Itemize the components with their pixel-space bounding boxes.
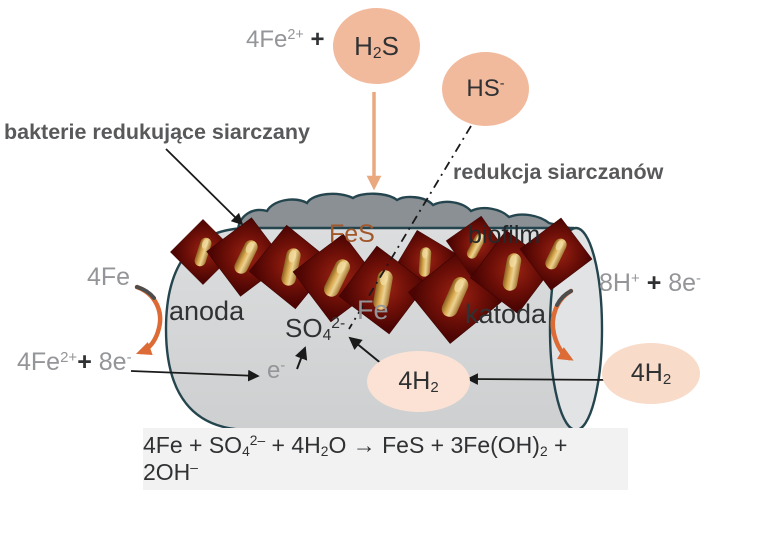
cathode-label: katoda	[465, 299, 547, 329]
h2-right-bubble: 4H2	[602, 343, 700, 404]
cathode-cycle-arrow-tail	[555, 289, 573, 307]
electron-label: e-	[267, 357, 286, 384]
bacteria-pointer-arrow	[165, 148, 244, 226]
h2-transfer-arrow	[466, 373, 617, 385]
overall-reaction-box: 4Fe + SO42– + 4H2O → FeS + 3Fe(OH)2 + 2O…	[143, 428, 628, 490]
e-to-so4-arrow	[294, 346, 308, 370]
right-reaction-formula: 8H+ + 8e-	[599, 269, 702, 297]
h2-inner-bubble: 4H2	[367, 351, 470, 412]
sulfate-reduction-label: redukcja siarczanów	[453, 160, 664, 184]
anode-cycle-arrow-tail	[135, 285, 156, 300]
top-reactant-formula: 4Fe2+ +	[246, 26, 325, 53]
biofilm-cloud-bumps	[236, 192, 573, 231]
overall-reaction-equation: 4Fe + SO42– + 4H2O → FeS + 3Fe(OH)2 + 2O…	[143, 432, 568, 485]
anode-cycle-arrow	[134, 284, 163, 355]
left-reaction-formula: 4Fe2++ 8e-	[17, 348, 132, 376]
hs-bubble: HS-	[442, 52, 529, 126]
fe-label: Fe	[357, 295, 389, 325]
dash-dot-line	[348, 125, 472, 330]
fes-label: FeS	[329, 220, 375, 248]
left-4fe-label: 4Fe	[87, 263, 131, 291]
hs-formula: HS-	[466, 75, 505, 102]
bacteria-label: bakterie redukujące siarczany	[4, 120, 310, 144]
h2s-bubble: H2S	[333, 8, 420, 84]
h2-inner-formula: 4H2	[398, 367, 439, 397]
h2s-formula: H2S	[354, 30, 399, 62]
h2-right-formula: 4H2	[630, 359, 672, 389]
electron-flow-arrow	[130, 369, 260, 382]
so4-formula: SO42-	[285, 313, 346, 345]
biofilm-label: biofilm	[468, 221, 541, 249]
anode-label: anoda	[169, 296, 245, 326]
